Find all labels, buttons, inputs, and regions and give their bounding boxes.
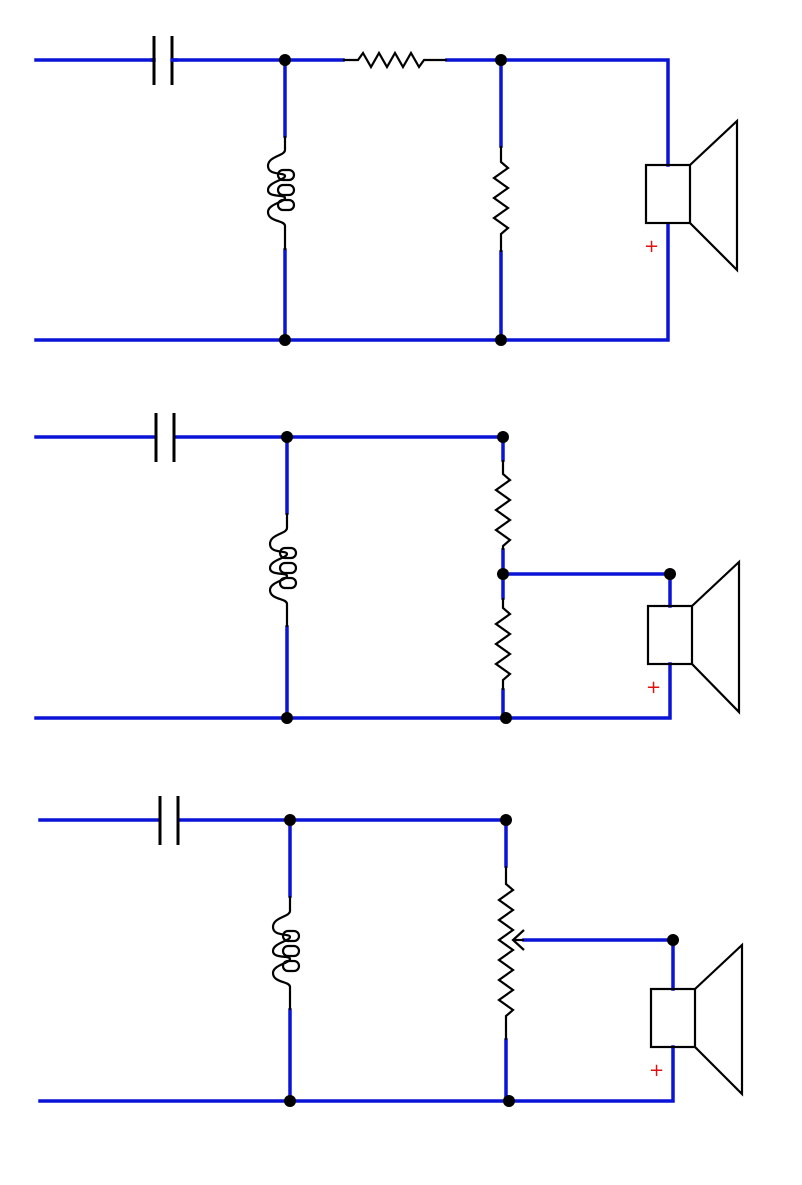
wires [34,435,672,720]
resistor-icon [494,598,512,690]
junction-node [500,712,512,724]
capacitor-icon [158,796,180,845]
wire [178,818,508,868]
potentiometer-icon [497,866,525,1040]
resistor-icon [494,460,512,550]
resistor-icon [492,146,510,252]
junction-nodes [279,54,507,346]
junction-node [284,1095,296,1107]
junction-nodes [281,431,676,724]
wire [522,938,675,991]
inductor-icon [266,136,296,250]
wire [34,662,672,720]
resistor-icon [343,50,447,70]
junction-node [497,568,509,580]
junction-node [281,431,293,443]
inductor-icon [271,896,301,1010]
junction-node [279,54,291,66]
junction-node [500,814,512,826]
circuit-2: + [34,413,741,724]
speaker-icon [644,118,739,273]
wires [38,818,675,1103]
polarity-mark: + [646,677,661,698]
wires [34,58,670,342]
circuit-3: + [38,796,744,1107]
wire [445,58,670,167]
polarity-mark: + [644,236,659,257]
speaker-icon [649,942,744,1097]
circuit-1: + [34,36,739,346]
polarity-mark: + [649,1060,664,1081]
junction-node [279,334,291,346]
wire [34,223,670,342]
inductor-icon [268,513,298,627]
junction-node [495,334,507,346]
junction-node [497,431,509,443]
junction-nodes [284,814,679,1107]
capacitor-icon [150,36,178,85]
junction-node [495,54,507,66]
junction-node [664,568,676,580]
wire [174,435,505,462]
junction-node [503,1095,515,1107]
junction-node [284,814,296,826]
capacitor-icon [154,413,176,462]
wire [501,572,672,608]
junction-node [667,934,679,946]
speaker-icon [646,559,741,715]
junction-node [281,712,293,724]
wire [38,1045,675,1103]
